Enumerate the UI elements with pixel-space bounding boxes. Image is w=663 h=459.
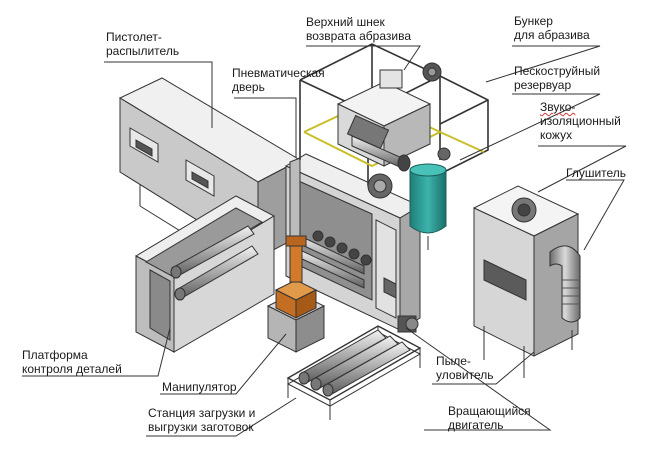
silencer: [549, 245, 581, 323]
sandblast-tank: [409, 147, 451, 250]
leader-lines: [22, 45, 627, 437]
label-spray-gun: Пистолет-распылитель: [106, 30, 180, 58]
label-manipulator: Манипулятор: [162, 380, 237, 394]
label-silencer: Глушитель: [566, 166, 627, 180]
hopper-body: [336, 62, 442, 167]
loading-station: [286, 325, 422, 420]
manipulator: [266, 235, 326, 353]
label-dust-collector: Пыле-уловитель: [436, 354, 494, 382]
inspection-platform: [134, 195, 276, 353]
auger-cylinder: [351, 135, 411, 199]
rotating-motor: [397, 315, 419, 333]
